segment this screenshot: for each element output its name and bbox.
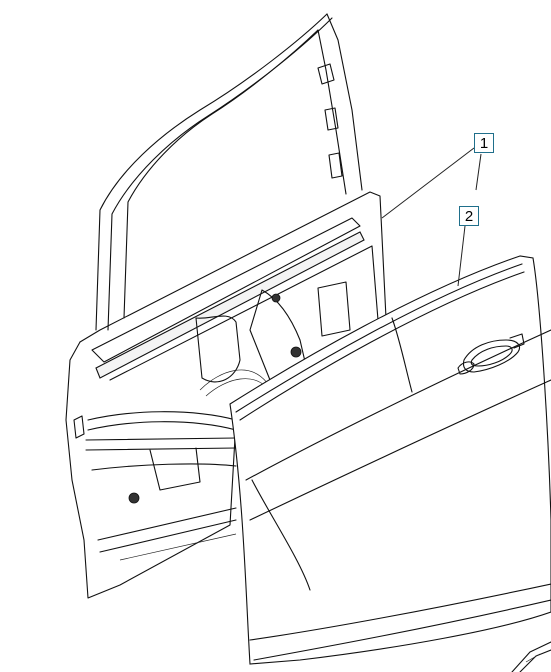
callout-label-1: 1 — [474, 133, 494, 153]
door-outer-panel — [229, 255, 551, 665]
callout-number: 1 — [479, 134, 489, 152]
callout-label-2: 2 — [459, 206, 479, 226]
callout-number: 2 — [464, 207, 474, 225]
callout-leader-lines — [381, 147, 482, 287]
door-frame-inner-structure — [65, 13, 387, 599]
corner-part-fragment-icon — [511, 641, 551, 672]
